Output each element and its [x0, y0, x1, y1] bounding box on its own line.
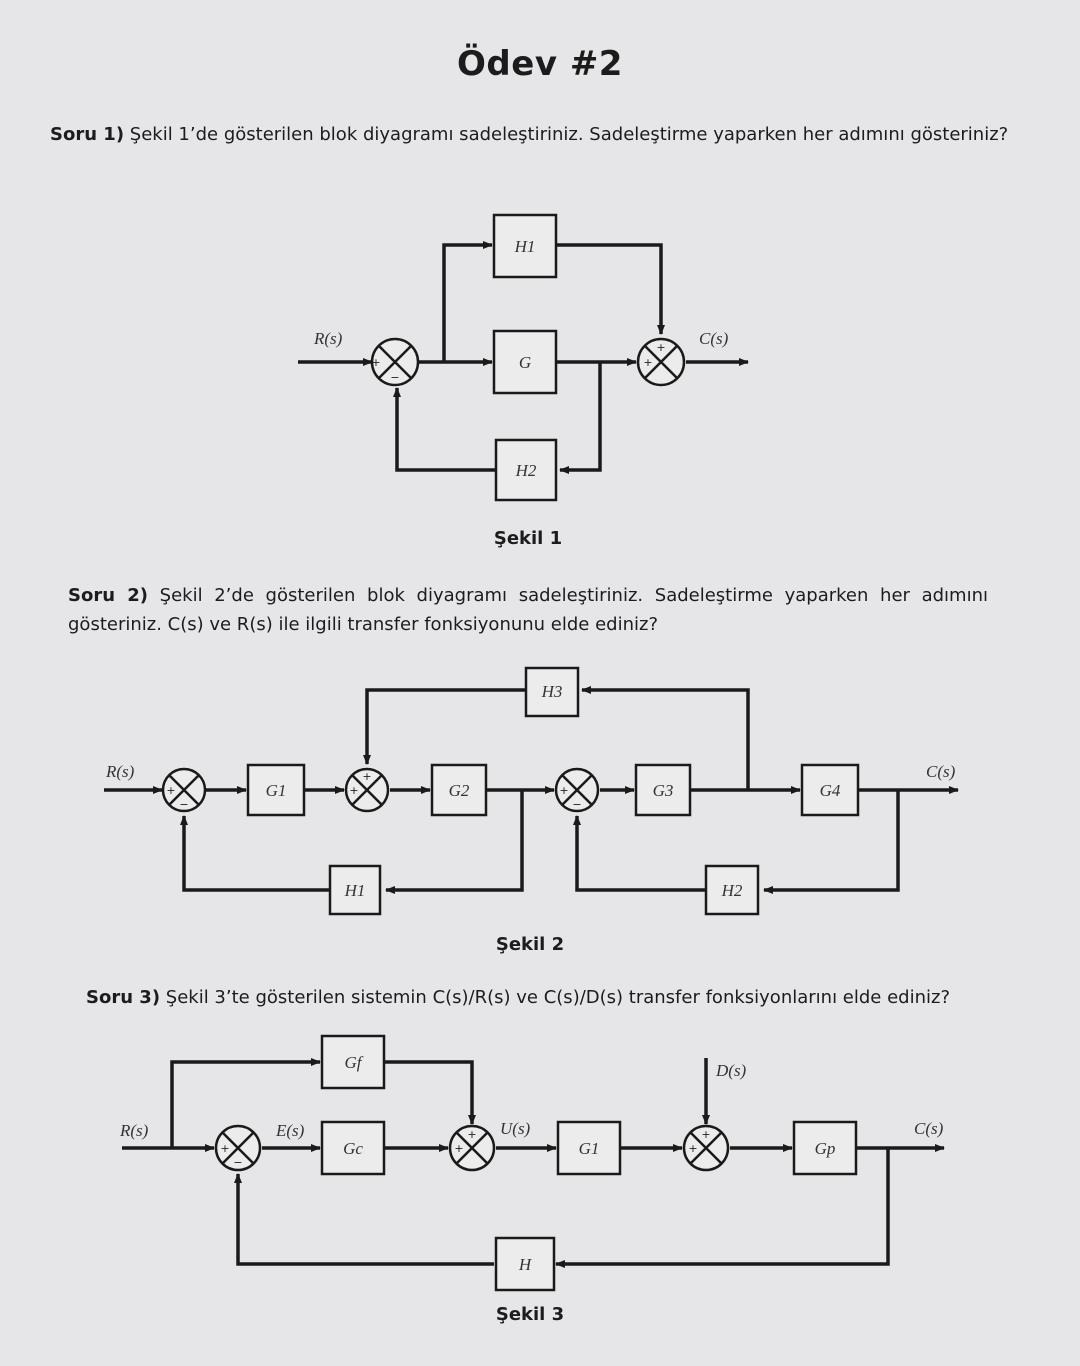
- fig3-sum2-plus-top: +: [467, 1128, 476, 1141]
- fig2-block-g3-label: G3: [653, 781, 674, 800]
- fig3-h-feedback-in-wire: [555, 1148, 890, 1268]
- fig3-gf-branch-wire: [170, 1058, 321, 1148]
- question-3-number: Soru 3): [86, 987, 161, 1008]
- fig2-h2-feedback-out-wire: [573, 815, 706, 892]
- fig2-block-g4: [800, 763, 860, 817]
- fig1-block-g: [492, 329, 558, 395]
- fig3-gf-to-sum2-wire: [384, 1060, 476, 1125]
- fig2-output-label: C(s): [926, 762, 956, 781]
- fig1-output-label: C(s): [699, 329, 729, 348]
- fig2-h1-feedback-in-wire: [385, 790, 524, 894]
- fig3-disturbance-label: D(s): [715, 1061, 747, 1080]
- question-2: Soru 2) Şekil 2’de gösterilen blok diyag…: [68, 581, 988, 639]
- fig2-block-g4-label: G4: [820, 781, 841, 800]
- fig1-h1-branch-wire: [442, 241, 493, 362]
- figure-3-caption: Şekil 3: [495, 1304, 565, 1325]
- fig3-block-gp: [792, 1120, 858, 1176]
- question-1-text: Şekil 1’de gösterilen blok diyagramı sad…: [129, 124, 1009, 145]
- fig1-h2-feedback-in-wire: [559, 362, 602, 474]
- fig2-input-label: R(s): [105, 762, 135, 781]
- fig3-block-h-label: H: [518, 1255, 533, 1274]
- fig1-sum1-minus-sign: −: [390, 371, 399, 384]
- fig1-h2-feedback-out-wire: [393, 387, 496, 472]
- fig3-summing-junction-2: + +: [448, 1124, 496, 1172]
- fig3-block-gc: [320, 1120, 386, 1176]
- fig3-sum3-plus-left: +: [688, 1142, 697, 1155]
- fig3-block-gp-label: Gp: [815, 1139, 836, 1158]
- fig2-sum3-minus-sign: −: [572, 798, 581, 811]
- fig1-block-h2-label: H2: [515, 461, 537, 480]
- fig2-block-g2-label: G2: [449, 781, 470, 800]
- fig3-control-label: U(s): [500, 1119, 531, 1138]
- fig3-input-label: R(s): [119, 1121, 149, 1140]
- fig2-summing-junction-1: + −: [161, 767, 207, 813]
- figure-1-diagram: H1 G H2 + − + + R(s) C(s): [298, 213, 749, 502]
- question-1-number: Soru 1): [50, 124, 125, 145]
- fig2-block-h1: [328, 864, 382, 916]
- fig2-block-h2-label: H2: [721, 881, 743, 900]
- fig1-block-g-label: G: [519, 353, 531, 372]
- question-3-text: Şekil 3’te gösterilen sistemin C(s)/R(s)…: [165, 987, 950, 1008]
- fig2-h3-feedback-in-wire: [581, 686, 750, 790]
- fig3-block-g1: [556, 1120, 622, 1176]
- fig2-block-h2: [704, 864, 760, 916]
- figure-2-caption: Şekil 2: [495, 934, 565, 955]
- fig3-summing-junction-3: + +: [682, 1124, 730, 1172]
- fig2-sum1-minus-sign: −: [179, 798, 188, 811]
- fig2-sum3-plus-sign: +: [559, 784, 568, 797]
- question-3: Soru 3) Şekil 3’te gösterilen sistemin C…: [86, 983, 986, 1012]
- fig3-block-h: [494, 1236, 556, 1292]
- question-2-text: Şekil 2’de gösterilen blok diyagramı sad…: [68, 585, 988, 635]
- fig2-block-g1: [246, 763, 306, 817]
- fig2-block-h3: [524, 666, 580, 718]
- fig2-summing-junction-3: + −: [554, 767, 600, 813]
- question-2-number: Soru 2): [68, 585, 148, 606]
- fig1-block-h1: [492, 213, 558, 279]
- fig2-h2-feedback-in-wire: [763, 790, 900, 894]
- fig2-sum2-plus-left: +: [349, 784, 358, 797]
- fig2-block-g3: [634, 763, 692, 817]
- fig1-sum2-plus-top: +: [656, 341, 665, 354]
- fig2-sum1-plus-sign: +: [166, 784, 175, 797]
- figure-3-diagram: Gf Gc G1 Gp H + − + +: [119, 1034, 945, 1292]
- fig2-summing-junction-2: + +: [344, 767, 390, 813]
- fig2-sum2-plus-top: +: [362, 770, 371, 783]
- fig3-block-g1-label: G1: [579, 1139, 600, 1158]
- fig1-summing-junction-2: + +: [636, 337, 686, 387]
- fig1-block-h1-label: H1: [514, 237, 536, 256]
- fig2-block-g2: [430, 763, 488, 817]
- fig1-input-label: R(s): [313, 329, 343, 348]
- fig2-h1-feedback-out-wire: [180, 815, 330, 892]
- page-title: Ödev #2: [457, 44, 623, 84]
- fig3-block-gf-label: Gf: [345, 1053, 364, 1072]
- fig3-summing-junction-1: + −: [214, 1124, 262, 1172]
- fig1-block-h2: [494, 438, 558, 502]
- fig3-block-gf: [320, 1034, 386, 1090]
- fig3-output-label: C(s): [914, 1119, 944, 1138]
- fig3-sum1-minus-sign: −: [233, 1156, 242, 1169]
- fig1-summing-junction-1: + −: [370, 337, 420, 387]
- fig1-h1-to-sum2-wire: [556, 243, 665, 335]
- question-1: Soru 1) Şekil 1’de gösterilen blok diyag…: [50, 120, 1010, 149]
- fig3-sum1-plus-sign: +: [220, 1142, 229, 1155]
- fig3-h-feedback-out-wire: [234, 1173, 494, 1266]
- figure-1-caption: Şekil 1: [493, 528, 563, 549]
- fig2-block-h3-label: H3: [541, 682, 563, 701]
- figure-2-diagram: G1 G2 G3 G4 H1 H2 H3 + − +: [104, 666, 959, 916]
- fig2-h3-feedback-out-wire: [363, 688, 526, 765]
- fig1-sum2-plus-left: +: [643, 356, 652, 369]
- fig3-error-label: E(s): [275, 1121, 305, 1140]
- fig3-sum2-plus-left: +: [454, 1142, 463, 1155]
- fig3-block-gc-label: Gc: [343, 1139, 363, 1158]
- fig2-block-g1-label: G1: [266, 781, 287, 800]
- fig2-block-h1-label: H1: [344, 881, 366, 900]
- fig1-sum1-plus-sign: +: [371, 356, 380, 369]
- fig3-sum3-plus-top: +: [701, 1128, 710, 1141]
